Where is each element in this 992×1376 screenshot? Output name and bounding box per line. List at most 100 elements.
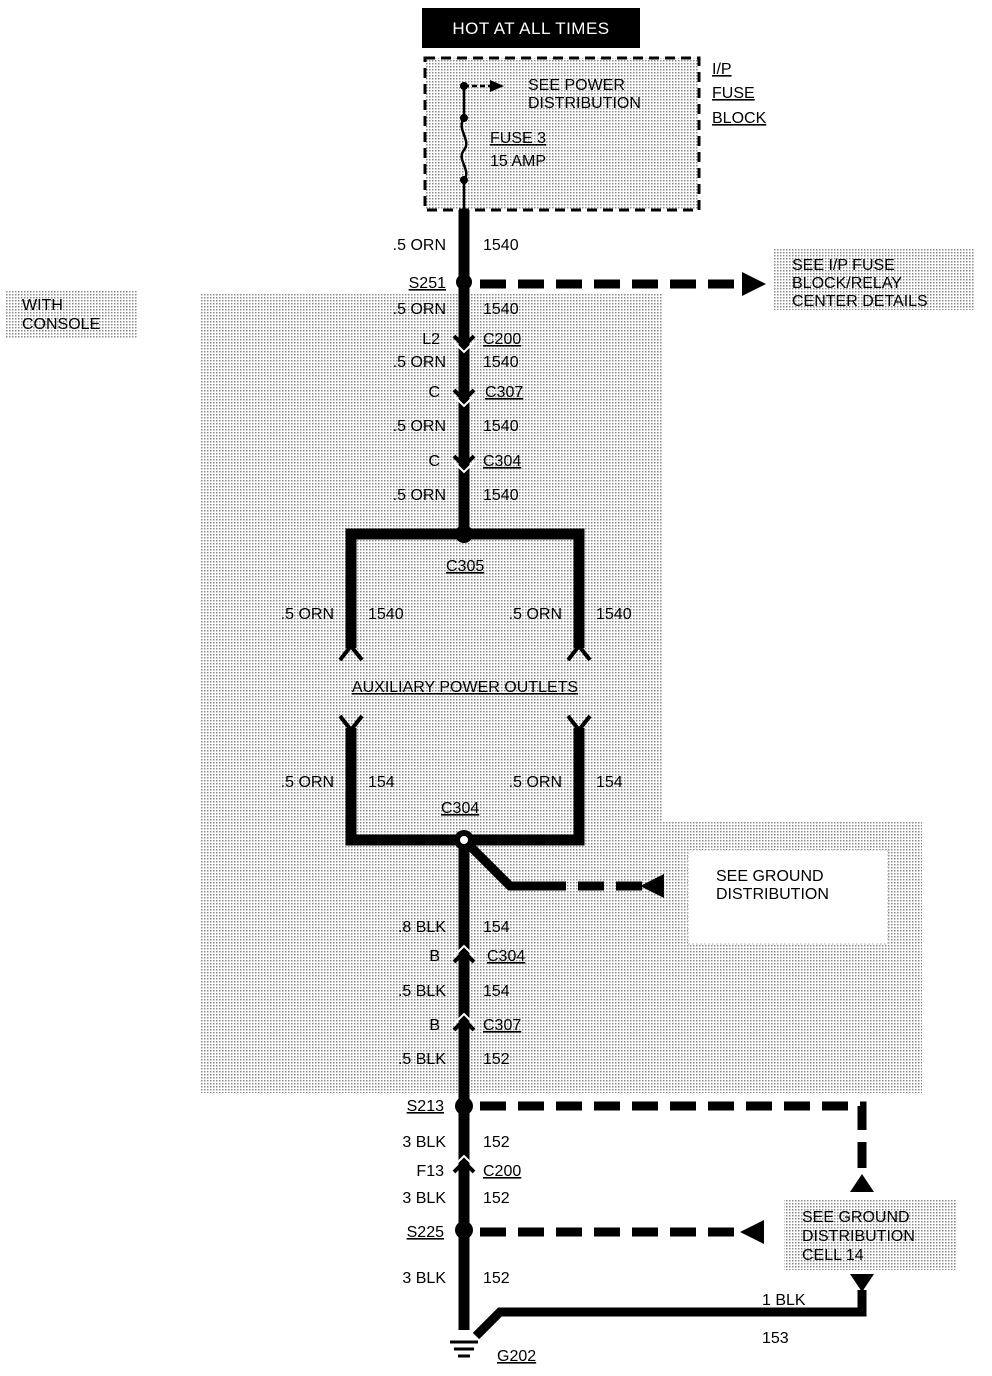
connector-c304-top-pin: C [428, 453, 440, 470]
connector-c307-top-name: C307 [485, 384, 523, 401]
wire-w2-circuit: 1540 [483, 301, 519, 318]
splice-s251-label: S251 [409, 275, 446, 292]
see-ground-lower-line1: SEE GROUND [802, 1209, 910, 1226]
splice-c304-mid-center [460, 836, 468, 844]
splice-s213 [455, 1097, 473, 1115]
wire-ground-return-color: 1 BLK [762, 1292, 806, 1309]
connector-c304-top-icon [452, 454, 476, 469]
see-ground-lower-box [784, 1200, 956, 1270]
see-ip-fuse-box [774, 248, 974, 310]
connector-c200-top-icon [452, 334, 476, 349]
wire-w11-color: 3 BLK [402, 1270, 446, 1287]
fuse-name: FUSE 3 [490, 130, 546, 147]
component-auxiliary-power-outlets: AUXILIARY POWER OUTLETS [352, 679, 578, 696]
wire-ground-return [472, 1290, 867, 1340]
wire-right-out-circuit: 154 [596, 774, 623, 791]
ip-fuse-block-title-2: FUSE [712, 85, 755, 102]
hot-at-all-times-label: HOT AT ALL TIMES [452, 19, 609, 38]
wire-left-in-color: .5 ORN [281, 606, 334, 623]
ground-lower-arrowhead-left [740, 1220, 764, 1244]
connector-c200-low-name: C200 [483, 1163, 521, 1180]
connector-c307-top-pin: C [428, 384, 440, 401]
wire-left-in-circuit: 1540 [368, 606, 404, 623]
splice-s213-label: S213 [407, 1098, 444, 1115]
wire-w8-color: .5 BLK [398, 1051, 446, 1068]
splice-c304-mid-label: C304 [441, 800, 479, 817]
dashed-branch-s213 [480, 1101, 867, 1180]
ground-lower-arrowhead-bottom [850, 1274, 874, 1292]
wire-w6-color: .8 BLK [398, 919, 446, 936]
connector-c307-low-icon [453, 1012, 475, 1025]
wire-w10-circuit: 152 [483, 1190, 510, 1207]
outlet-right-input-terminal [566, 642, 592, 662]
outlet-left-input-terminal [338, 642, 364, 662]
fuse-rating: 15 AMP [490, 153, 546, 170]
connector-c307-low-icon [452, 1017, 476, 1032]
wire-right-in-circuit: 1540 [596, 606, 632, 623]
see-power-label: SEE POWER [528, 77, 625, 94]
wire-left-out-color: .5 ORN [281, 774, 334, 791]
wire-w2-color: .5 ORN [393, 301, 446, 318]
connector-c200-low-icon [453, 1154, 475, 1167]
ip-fuse-block-title-1: I/P [712, 61, 732, 78]
splice-s225 [455, 1221, 473, 1239]
with-console-box [6, 290, 138, 338]
wire-w1-color: .5 ORN [393, 237, 446, 254]
splice-s225-label: S225 [407, 1224, 444, 1241]
splice-s251 [456, 274, 472, 290]
ground-lower-arrowhead-top [850, 1174, 874, 1192]
connector-c304-low-name: C304 [487, 948, 525, 965]
connector-c304-top-icon [453, 461, 475, 474]
wire-fork-top [345, 528, 585, 648]
connector-c304-low-pin: B [429, 948, 440, 965]
ip-fuse-block [423, 56, 701, 212]
wire-w3-color: .5 ORN [393, 354, 446, 371]
wire-w4-color: .5 ORN [393, 418, 446, 435]
ground-upper-arrowhead [640, 874, 664, 898]
console-option-area [200, 293, 662, 1093]
distribution-label: DISTRIBUTION [528, 95, 641, 112]
connector-c304-low-icon [453, 944, 475, 957]
wire-ground-return-circuit: 153 [762, 1330, 789, 1347]
see-ground-upper-line1: SEE GROUND [716, 868, 824, 885]
ip-fuse-arrowhead [742, 272, 766, 296]
connector-c307-top-icon [452, 388, 476, 403]
wire-w5-color: .5 ORN [393, 487, 446, 504]
ip-fuse-block-title-3: BLOCK [712, 110, 767, 127]
see-power-arrowhead [490, 80, 504, 92]
wire-w9-circuit: 152 [483, 1134, 510, 1151]
splice-c305-label: C305 [446, 558, 484, 575]
wire-w4-circuit: 1540 [483, 418, 519, 435]
wire-w9-color: 3 BLK [402, 1134, 446, 1151]
wire-left-out-circuit: 154 [368, 774, 395, 791]
connector-c200-low-icon [452, 1159, 476, 1174]
connector-c304-low-icon [452, 949, 476, 964]
wire-w8-circuit: 152 [483, 1051, 510, 1068]
wire-w10-color: 3 BLK [402, 1190, 446, 1207]
ground-g202-label: G202 [497, 1348, 536, 1365]
with-console-line2: CONSOLE [22, 316, 100, 333]
connector-c304-top-name: C304 [483, 453, 521, 470]
see-ip-fuse-line1: SEE I/P FUSE [792, 257, 895, 274]
see-ground-upper-box [687, 849, 889, 945]
see-ground-lower-line2: DISTRIBUTION [802, 1228, 915, 1245]
see-ground-lower-line3: CELL 14 [802, 1247, 864, 1264]
wire-w7-color: .5 BLK [398, 983, 446, 1000]
see-ip-fuse-line3: CENTER DETAILS [792, 293, 928, 310]
see-ground-upper-line2: DISTRIBUTION [716, 886, 829, 903]
wire-ground-branch [466, 842, 540, 891]
connector-c307-low-pin: B [429, 1017, 440, 1034]
with-console-line1: WITH [22, 297, 63, 314]
hot-at-all-times-box [422, 8, 640, 48]
wire-w6-circuit: 154 [483, 919, 510, 936]
see-ip-fuse-line2: BLOCK/RELAY [792, 275, 902, 292]
wire-w11-circuit: 152 [483, 1270, 510, 1287]
wire-w1-circuit: 1540 [483, 237, 519, 254]
wire-w7-circuit: 154 [483, 983, 510, 1000]
wire-w5-circuit: 1540 [483, 487, 519, 504]
connector-c200-low-pin: F13 [416, 1163, 444, 1180]
connector-c200-top-pin: L2 [422, 331, 440, 348]
connector-c200-top-icon [453, 341, 475, 354]
fuse-element [460, 117, 468, 181]
